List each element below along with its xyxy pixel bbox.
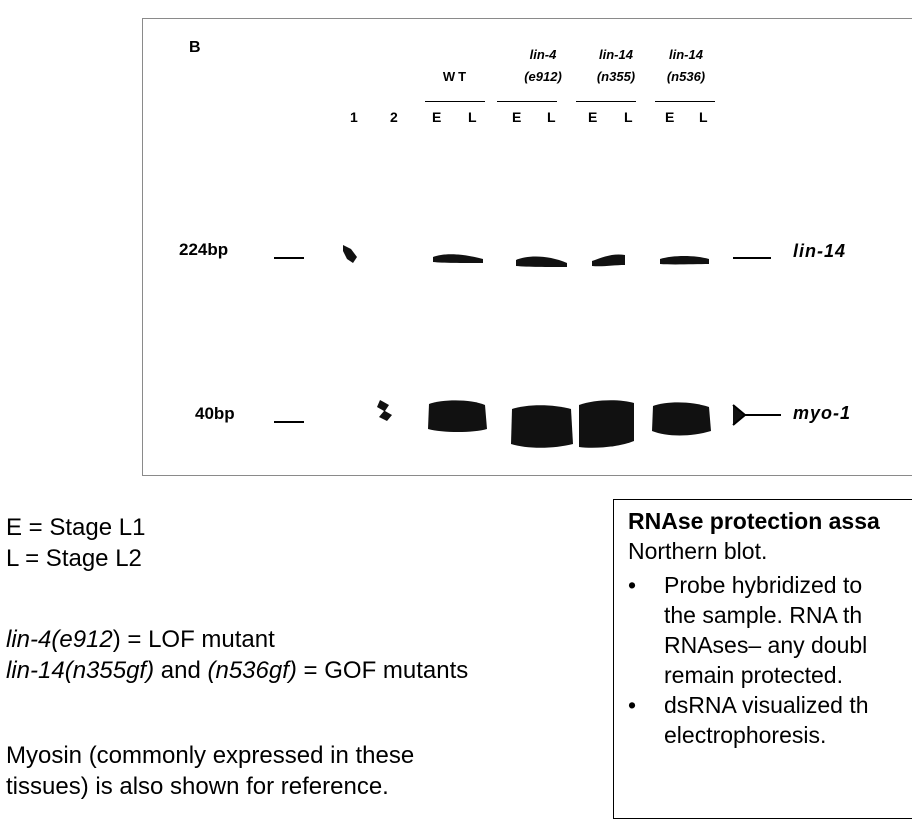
bullet-icon: • <box>628 572 637 598</box>
band-lin14-n536 <box>660 256 709 265</box>
lane-label: E <box>512 109 522 125</box>
gel-figure: B lin-4 lin-14 lin-14 WT (e912) (n355) (… <box>142 18 912 476</box>
lane-label: 1 <box>350 109 358 125</box>
myosin-line: Myosin (commonly expressed in these <box>6 742 415 769</box>
gof-genotype-1: lin-14(n355gf) <box>6 657 155 684</box>
lane-label: L <box>624 109 633 125</box>
band-lin14-lin4e <box>516 256 567 267</box>
lane-group-line <box>576 101 636 102</box>
mutant-legend: lin-4(e912) = LOF mutant lin-14(n355gf) … <box>6 624 468 686</box>
method-box: RNAse protection assa Northern blot. • P… <box>613 499 912 819</box>
band-myo1-n355 <box>579 400 634 448</box>
method-bullet-item: • dsRNA visualized th electrophoresis. <box>614 690 869 750</box>
legend-line: E = Stage L1 <box>6 514 146 541</box>
legend-line: L = Stage L2 <box>6 545 142 572</box>
myosin-line: tissues) is also shown for reference. <box>6 773 389 800</box>
band-label-myo-1: myo-1 <box>793 403 852 423</box>
genotype-line2: (n355) <box>596 69 636 84</box>
method-subtitle: Northern blot. <box>628 538 768 564</box>
lane-label: E <box>665 109 675 125</box>
gof-genotype-2: (n536gf) <box>207 657 297 684</box>
bullet-line: Probe hybridized to <box>664 572 863 598</box>
lane-group-line <box>497 101 557 102</box>
panel-letter: B <box>189 39 201 56</box>
method-bullet-item: • Probe hybridized to the sample. RNA th… <box>614 570 869 690</box>
bullet-icon: • <box>628 692 637 718</box>
genotype-line1: lin-4 <box>529 47 557 62</box>
method-title: RNAse protection assa <box>628 508 880 534</box>
genotype-line2: (e912) <box>524 69 562 84</box>
lof-genotype: lin-4(e912 <box>6 626 113 653</box>
band-tick-lin14 <box>733 257 771 259</box>
band-myo1-lin4 <box>511 405 573 448</box>
bullet-line: electrophoresis. <box>664 722 827 748</box>
bullet-line: RNAses– any doubl <box>664 632 868 658</box>
gel-bands <box>343 245 781 448</box>
lane-label: E <box>588 109 598 125</box>
lane-label: L <box>699 109 708 125</box>
myosin-note: Myosin (commonly expressed in these tiss… <box>6 740 414 802</box>
band-myo1-wt <box>428 400 487 432</box>
band-label-lin-14: lin-14 <box>793 241 847 261</box>
lof-line: lin-4(e912) = LOF mutant <box>6 624 468 655</box>
bullet-line: the sample. RNA th <box>664 602 863 628</box>
lane-group-line <box>655 101 715 102</box>
size-marker-tick <box>274 257 304 259</box>
myo1-bracket-icon <box>732 404 781 426</box>
size-marker-40bp: 40bp <box>195 404 235 423</box>
genotype-line2: (n536) <box>666 69 706 84</box>
bullet-line: remain protected. <box>664 662 843 688</box>
band-lin14-we <box>433 254 483 263</box>
lane-label: L <box>468 109 477 125</box>
gof-and: and <box>154 657 208 684</box>
gof-line: lin-14(n355gf) and (n536gf) = GOF mutant… <box>6 655 468 686</box>
bullet-line: dsRNA visualized th <box>664 692 869 718</box>
stage-legend: E = Stage L1 L = Stage L2 <box>6 512 145 574</box>
band-lin14-n355 <box>592 254 625 267</box>
genotype-line1: lin-14 <box>669 47 703 62</box>
genotype-line1: lin-14 <box>599 47 633 62</box>
lane-label: 2 <box>390 109 398 125</box>
lane-label: L <box>547 109 556 125</box>
lof-text: ) = LOF mutant <box>112 626 275 653</box>
size-marker-tick <box>274 421 304 423</box>
size-marker-224bp: 224bp <box>179 240 229 259</box>
genotype-wt: WT <box>442 69 470 84</box>
band-lin14-lane1 <box>343 245 357 263</box>
gof-text: = GOF mutants <box>296 657 469 684</box>
lane-group-line <box>425 101 485 102</box>
band-myo1-lane2 <box>377 400 392 421</box>
band-myo1-n536 <box>652 402 711 436</box>
method-bullets: • Probe hybridized to the sample. RNA th… <box>614 570 869 750</box>
lane-label: E <box>432 109 442 125</box>
